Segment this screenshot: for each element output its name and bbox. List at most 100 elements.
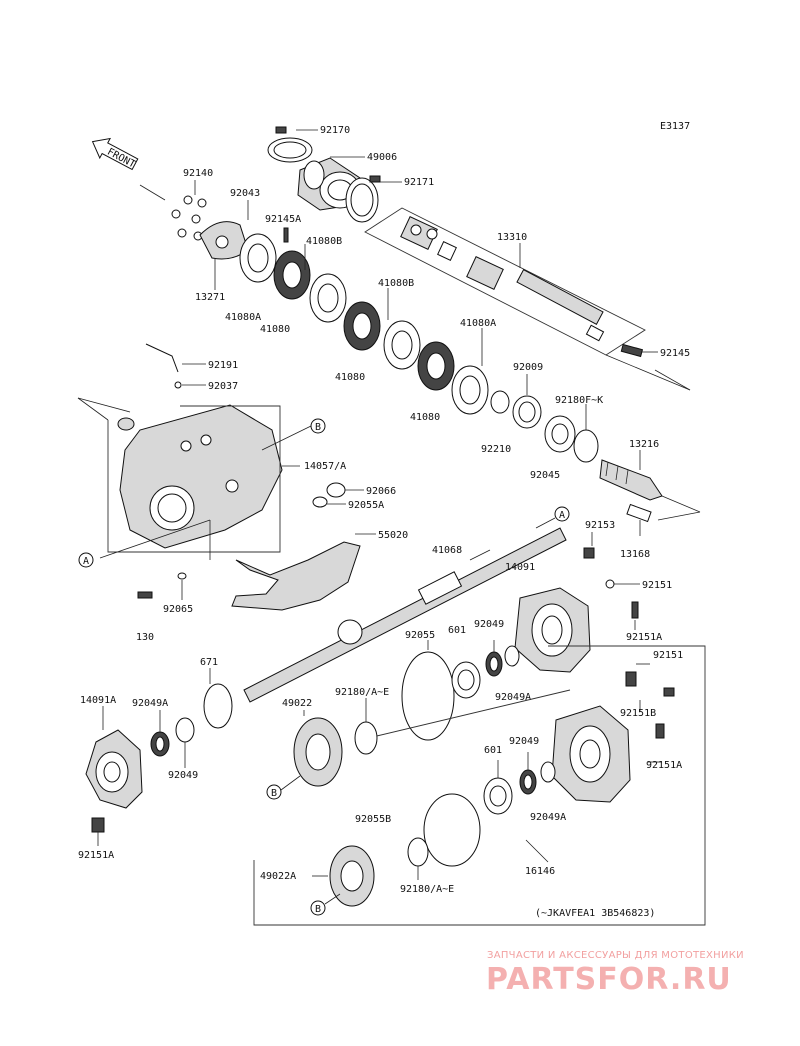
- bolt-92151a-left: [91, 817, 105, 833]
- label-41080a-1: 41080A: [225, 312, 261, 323]
- ring-gear-49022: [293, 717, 343, 787]
- oring-92055a: [312, 496, 328, 508]
- clip-92037: [174, 381, 182, 389]
- svg-text:B: B: [315, 904, 321, 915]
- label-92065: 92065: [163, 604, 193, 615]
- label-601-2: 601: [484, 745, 502, 756]
- ref-callout-a-left: A: [78, 552, 94, 568]
- watermark-logo: PARTSFOR.RU: [486, 962, 732, 997]
- driveshaft-13310: [400, 216, 605, 342]
- label-92037: 92037: [208, 381, 238, 392]
- label-92055b: 92055B: [355, 814, 391, 825]
- label-92049a-3: 92049A: [530, 812, 566, 823]
- label-13310: 13310: [497, 232, 527, 243]
- rear-housing-16146: [551, 705, 631, 803]
- label-92170: 92170: [320, 125, 350, 136]
- label-92180fk: 92180F~K: [555, 395, 603, 406]
- seal-92049-left: [175, 717, 195, 743]
- label-92153: 92153: [585, 520, 615, 531]
- bolt-130: [137, 591, 153, 599]
- svg-text:B: B: [315, 422, 321, 433]
- steel-balls: [171, 195, 207, 241]
- ref-callout-b-top: B: [310, 418, 326, 434]
- clutch-plates: [239, 233, 489, 415]
- label-92066: 92066: [366, 486, 396, 497]
- label-92045: 92045: [530, 470, 560, 481]
- pinion-13216: [599, 459, 663, 501]
- label-92145a: 92145A: [265, 214, 301, 225]
- label-41068: 41068: [432, 545, 462, 556]
- shim-92180ae-1: [354, 721, 378, 755]
- ring-gear-49022a: [329, 845, 375, 907]
- rear-housing-14091: [514, 587, 591, 673]
- breather-hose: [145, 343, 179, 373]
- serial-note: (~JKAVFEA1 3B546823): [535, 908, 655, 919]
- svg-text:A: A: [83, 556, 89, 567]
- label-92151b: 92151B: [620, 708, 656, 719]
- label-92171: 92171: [404, 177, 434, 188]
- washer-92065: [177, 572, 187, 580]
- label-92049a-2: 92049A: [132, 698, 168, 709]
- bearing-92210: [490, 390, 510, 414]
- label-49022a: 49022A: [260, 871, 296, 882]
- label-49022: 49022: [282, 698, 312, 709]
- label-92151a-2: 92151A: [646, 760, 682, 771]
- label-13216: 13216: [629, 439, 659, 450]
- label-92145: 92145: [660, 348, 690, 359]
- pin-92145a: [283, 227, 289, 243]
- label-92151-2: 92151: [653, 650, 683, 661]
- label-92055: 92055: [405, 630, 435, 641]
- label-14091a: 14091A: [80, 695, 116, 706]
- guard-55020: [231, 541, 361, 611]
- ring-671: [203, 683, 233, 729]
- label-14091: 14091: [505, 562, 535, 573]
- label-92151a-1: 92151A: [626, 632, 662, 643]
- label-13168: 13168: [620, 549, 650, 560]
- label-13271: 13271: [195, 292, 225, 303]
- label-41080b-2: 41080B: [378, 278, 414, 289]
- diagram-code: E3137: [660, 121, 690, 132]
- front-arrow-icon: FRONT: [91, 137, 139, 170]
- drain-plug-92066: [117, 417, 135, 431]
- label-92191: 92191: [208, 360, 238, 371]
- label-41080-3: 41080: [410, 412, 440, 423]
- label-92043: 92043: [230, 188, 260, 199]
- svg-text:A: A: [559, 510, 565, 521]
- label-92049-2: 92049: [168, 770, 198, 781]
- label-41080a-2: 41080A: [460, 318, 496, 329]
- seal-92049a-2: [540, 761, 556, 783]
- ref-callout-b-bottom: B: [310, 900, 326, 916]
- label-49006: 49006: [367, 152, 397, 163]
- label-16146: 16146: [525, 866, 555, 877]
- label-92140: 92140: [183, 168, 213, 179]
- label-41080-1: 41080: [260, 324, 290, 335]
- label-92180ae-2: 92180/A~E: [400, 884, 454, 895]
- oring-92055: [401, 651, 455, 741]
- ref-callout-b-mid: B: [266, 784, 282, 800]
- label-41080-2: 41080: [335, 372, 365, 383]
- propshaft-41068: [243, 527, 567, 703]
- label-92009: 92009: [513, 362, 543, 373]
- watermark-subtitle: ЗАПЧАСТИ И АКСЕССУАРЫ ДЛЯ МОТОТЕХНИКИ: [487, 950, 744, 961]
- label-92210: 92210: [481, 444, 511, 455]
- seal-92049a: [504, 645, 520, 667]
- label-41080b-1: 41080B: [306, 236, 342, 247]
- label-55020: 55020: [378, 530, 408, 541]
- coupling-13168: [626, 503, 652, 523]
- housing-14057: [119, 404, 283, 549]
- pin-92145: [620, 343, 644, 358]
- bolt-92153: [583, 547, 595, 559]
- housing-14091a: [85, 729, 143, 809]
- shim-92180fk: [573, 429, 599, 463]
- label-92151a-3: 92151A: [78, 850, 114, 861]
- label-14057a: 14057/A: [304, 461, 346, 472]
- label-601-1: 601: [448, 625, 466, 636]
- oring-92055b: [423, 793, 481, 867]
- label-92180ae-1: 92180/A~E: [335, 687, 389, 698]
- label-92151-1: 92151: [642, 580, 672, 591]
- driveshaft-frame: [364, 207, 646, 356]
- label-92055a: 92055A: [348, 500, 384, 511]
- label-92049-1: 92049: [474, 619, 504, 630]
- label-92049-3: 92049: [509, 736, 539, 747]
